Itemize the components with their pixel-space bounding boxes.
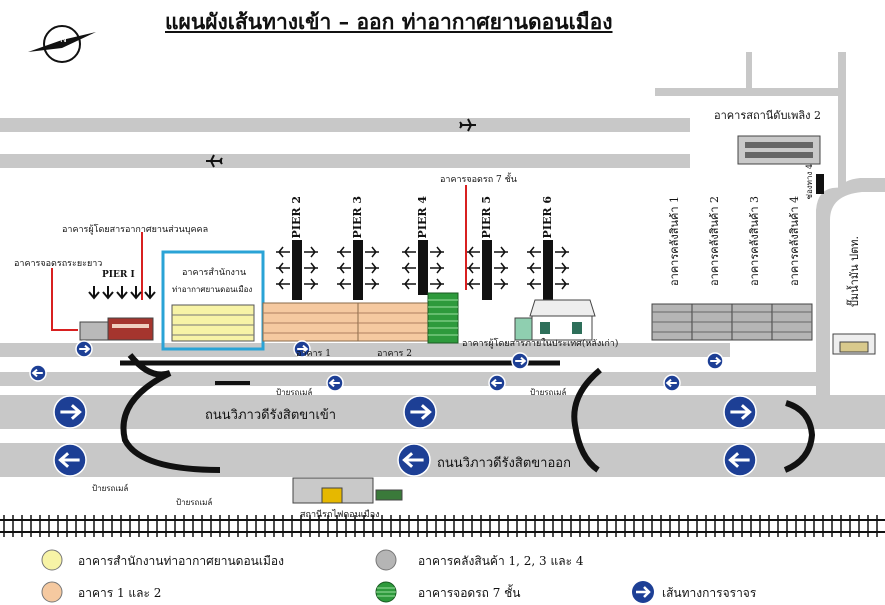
warehouse-label: อาคารคลังสินค้า 3: [748, 196, 761, 286]
legend-marker-parking: [375, 581, 397, 603]
long-term-parking-building: [79, 317, 154, 341]
private-terminal-label: อาคารผู้โดยสารอากาศยานส่วนบุคคล: [62, 225, 209, 235]
arrow-right-icon: [723, 395, 757, 429]
arrow-right-icon: [403, 395, 437, 429]
fire-station-label: อาคารสถานีดับเพลิง 2: [714, 109, 822, 122]
gas-station-label: ปั๊มน้ำมัน ปตท.: [848, 236, 861, 308]
warehouse-1: [651, 303, 693, 341]
map-title: แผนผังเส้นทางเข้า – ออก ท่าอากาศยานดอนเม…: [165, 9, 613, 34]
warehouse-4: [771, 303, 813, 341]
arrow-left-icon: [663, 374, 681, 392]
bus-stop-label: ป้ายรถเมล์: [176, 498, 213, 507]
runway-2: [0, 154, 690, 168]
warehouse-2: [691, 303, 733, 341]
legend-label-route: เส้นทางการจราจร: [662, 586, 757, 600]
compass-icon: N: [28, 25, 96, 63]
legend-marker-route: [632, 581, 654, 603]
gate4-marker: [816, 174, 824, 194]
arrow-left-icon: [397, 443, 431, 477]
fire-station-building: [737, 135, 821, 165]
road-inbound-label: ถนนวิภาวดีรังสิตขาเข้า: [205, 408, 337, 423]
legend-label-parking: อาคารจอดรถ 7 ชั้น: [418, 586, 521, 600]
railway-track: [0, 515, 885, 537]
runway-1: [0, 118, 690, 132]
warehouse-3: [731, 303, 773, 341]
office-building: [171, 304, 255, 342]
railway-station-label: สถานีรถไฟดอนเมือง: [300, 510, 380, 520]
pier1-gate-icon: [88, 286, 100, 300]
bus-stop-label: ป้ายรถเมล์: [276, 388, 313, 397]
pier-3: [337, 240, 379, 300]
route-loop-right: [783, 400, 816, 473]
service-road-1: [0, 343, 730, 357]
terminal-building-1: [262, 302, 359, 342]
gas-station-building: [832, 333, 876, 355]
arrow-right-icon: [53, 395, 87, 429]
building2-label: อาคาร 2: [377, 349, 412, 359]
pier1-gate-icon: [144, 286, 156, 300]
parking-7-label: อาคารจอดรถ 7 ชั้น: [440, 175, 517, 185]
compass-letter: N: [60, 35, 67, 45]
route-loop-middle: [571, 367, 602, 473]
arrow-right-icon: [75, 340, 93, 358]
pier-4: [402, 240, 444, 295]
arrow-left-icon: [723, 443, 757, 477]
gate4-label: ช่องทาง 4: [805, 164, 814, 200]
domestic-terminal-label: อาคารผู้โดยสารภายในประเทศ(หลังเก่า): [462, 339, 619, 349]
bus-stop-label: ป้ายรถเมล์: [530, 388, 567, 397]
route-loop-left: [120, 353, 221, 473]
arrow-left-icon: [29, 364, 47, 382]
warehouse-label: อาคารคลังสินค้า 4: [788, 196, 801, 286]
pier1-label: PIER I: [102, 270, 135, 280]
plane-icon: [459, 118, 476, 132]
access-road-curve: [816, 178, 885, 400]
pier-label: PIER 6: [541, 196, 554, 239]
legend-marker-terminal: [41, 581, 63, 603]
legend-label-office: อาคารสำนักงานท่าอากาศยานดอนเมือง: [78, 554, 284, 568]
long-term-parking-label: อาคารจอดรถระยะยาว: [14, 259, 103, 269]
pier-label: PIER 2: [290, 196, 303, 239]
domestic-terminal-building: [514, 299, 596, 341]
service-road-2: [0, 372, 820, 386]
arrow-left-icon: [488, 374, 506, 392]
pier-label: PIER 3: [351, 196, 364, 239]
building1-label: อาคาร 1: [296, 349, 331, 359]
pier-2: [276, 240, 318, 300]
legend-label-warehouse: อาคารคลังสินค้า 1, 2, 3 และ 4: [418, 554, 584, 568]
pier-6: [527, 240, 569, 300]
pier1-gate-icon: [130, 286, 142, 300]
pier1-gate-icon: [116, 286, 128, 300]
pier-5: [466, 240, 508, 300]
railway-station-building: [292, 477, 403, 504]
arrow-right-icon: [511, 352, 529, 370]
access-road-a: [746, 52, 752, 92]
office-label-line2: ท่าอากาศยานดอนเมือง: [172, 285, 253, 294]
arrow-right-icon: [293, 340, 311, 358]
legend-marker-warehouse: [375, 549, 397, 571]
pointer-long-term-parking: [51, 268, 78, 331]
road-outbound-label: ถนนวิภาวดีรังสิตขาออก: [437, 456, 571, 471]
legend-marker-office: [41, 549, 63, 571]
arrow-left-icon: [53, 443, 87, 477]
pier-label: PIER 4: [416, 196, 429, 239]
office-highlight-box: [161, 250, 265, 351]
plane-icon: [206, 154, 223, 168]
bus-stop-label: ป้ายรถเมล์: [92, 484, 129, 493]
office-label-line1: อาคารสำนักงาน: [182, 268, 247, 278]
legend-label-terminal: อาคาร 1 และ 2: [78, 586, 162, 600]
warehouse-label: อาคารคลังสินค้า 1: [668, 196, 681, 286]
parking-building-7: [427, 292, 459, 344]
arrow-left-icon: [326, 374, 344, 392]
pier-label: PIER 5: [480, 196, 493, 239]
warehouse-label: อาคารคลังสินค้า 2: [708, 196, 721, 286]
arrow-right-icon: [706, 352, 724, 370]
terminal-building-2: [357, 302, 429, 342]
access-road-b: [838, 52, 846, 192]
pier1-gate-icon: [102, 286, 114, 300]
